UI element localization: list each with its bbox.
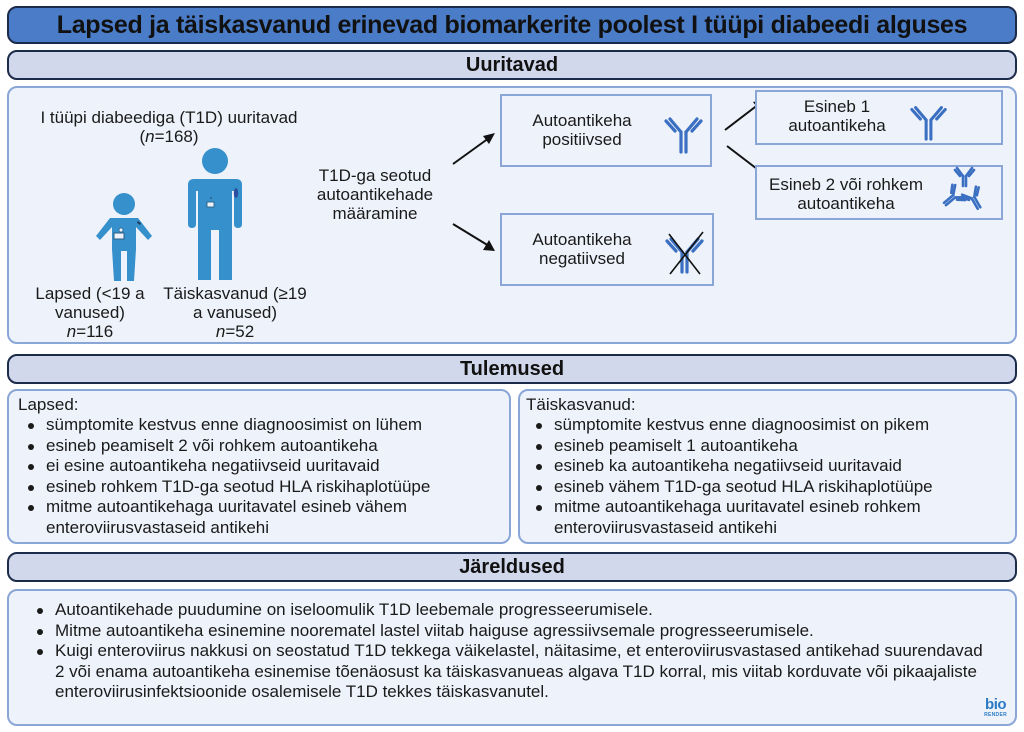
positive-line2: positiivsed xyxy=(542,130,622,149)
measurement-label: T1D-ga seotud autoantikehade määramine xyxy=(316,166,434,223)
section-header-tulemused: Tulemused xyxy=(7,354,1017,384)
results-adults-list: sümptomite kestvus enne diagnoosimist on… xyxy=(529,415,1009,538)
participants-panel: I tüüpi diabeediga (T1D) uuritavad (n=16… xyxy=(7,86,1017,344)
logo-subtext: RENDER xyxy=(984,712,1007,718)
list-item: mitme autoantikehaga uuritavatel esineb … xyxy=(529,497,959,538)
list-item: Kuigi enteroviirus nakkusi on seostatud … xyxy=(30,641,990,703)
page-title: Lapsed ja täiskasvanud erinevad biomarke… xyxy=(56,10,968,39)
list-item: mitme autoantikehaga uuritavatel esineb … xyxy=(21,497,441,538)
results-children-list: sümptomite kestvus enne diagnoosimist on… xyxy=(21,415,503,538)
biorender-logo: bio RENDER xyxy=(984,696,1007,718)
results-adults-panel: Täiskasvanud: sümptomite kestvus enne di… xyxy=(518,389,1017,544)
adult-figure-icon xyxy=(188,148,242,280)
results-children-label: Lapsed: xyxy=(18,395,79,414)
negative-line1: Autoantikeha xyxy=(532,230,632,249)
logo-text: bio xyxy=(985,696,1007,713)
multi-ab-line2: autoantikeha xyxy=(797,194,895,213)
one-ab-line2: autoantikeha xyxy=(788,116,886,135)
crossed-antibody-icon xyxy=(665,231,704,275)
arrow-to-positive xyxy=(452,133,495,165)
total-n: (n=168) xyxy=(139,127,199,146)
multi-ab-line1: Esineb 2 või rohkem xyxy=(768,175,924,194)
negative-line2: negatiivsed xyxy=(538,249,625,268)
total-label: I tüüpi diabeediga (T1D) uuritavad xyxy=(40,108,298,127)
section-title: Järeldused xyxy=(459,555,565,578)
autoantibody-negative-box: Autoantikeha negatiivsed xyxy=(500,213,714,286)
section-header-jareldused: Järeldused xyxy=(7,552,1017,582)
antibody-icon xyxy=(910,106,947,141)
list-item: esineb peamiselt 1 autoantikeha xyxy=(529,436,1009,457)
children-label: Lapsed (<19 a vanused) n=116 xyxy=(35,284,145,341)
list-item: Mitme autoantikeha esinemine noorematel … xyxy=(30,621,990,642)
section-title: Uuritavad xyxy=(465,53,559,76)
list-item: esineb peamiselt 2 või rohkem autoantike… xyxy=(21,436,503,457)
antibody-icon xyxy=(664,117,703,154)
total-participants-label: I tüüpi diabeediga (T1D) uuritavad (n=16… xyxy=(29,108,309,146)
list-item: esineb ka autoantikeha negatiivseid uuri… xyxy=(529,456,1009,477)
conclusions-list: Autoantikehade puudumine on iseloomulik … xyxy=(30,600,990,703)
section-title: Tulemused xyxy=(459,357,565,380)
multiple-autoantibodies-box: Esineb 2 või rohkem autoantikeha xyxy=(755,165,1003,220)
one-autoantibody-box: Esineb 1 autoantikeha xyxy=(755,90,1003,145)
list-item: esineb rohkem T1D-ga seotud HLA riskihap… xyxy=(21,477,503,498)
section-header-uuritavad: Uuritavad xyxy=(7,50,1017,80)
autoantibody-positive-box: Autoantikeha positiivsed xyxy=(500,94,712,167)
list-item: Autoantikehade puudumine on iseloomulik … xyxy=(30,600,990,621)
arrow-to-negative xyxy=(452,223,495,251)
title-banner: Lapsed ja täiskasvanud erinevad biomarke… xyxy=(7,6,1017,44)
child-figure-icon xyxy=(96,193,152,281)
list-item: ei esine autoantikeha negatiivseid uurit… xyxy=(21,456,503,477)
list-item: esineb vähem T1D-ga seotud HLA riskihapl… xyxy=(529,477,1009,498)
positive-line1: Autoantikeha xyxy=(532,111,632,130)
conclusions-panel: Autoantikehade puudumine on iseloomulik … xyxy=(7,589,1017,726)
results-adults-label: Täiskasvanud: xyxy=(526,395,636,414)
results-children-panel: Lapsed: sümptomite kestvus enne diagnoos… xyxy=(7,389,511,544)
multiple-antibodies-icon xyxy=(942,166,982,211)
adults-label: Täiskasvanud (≥19 a vanused) n=52 xyxy=(163,284,307,341)
one-ab-line1: Esineb 1 xyxy=(803,97,871,116)
list-item: sümptomite kestvus enne diagnoosimist on… xyxy=(529,415,1009,436)
list-item: sümptomite kestvus enne diagnoosimist on… xyxy=(21,415,503,436)
